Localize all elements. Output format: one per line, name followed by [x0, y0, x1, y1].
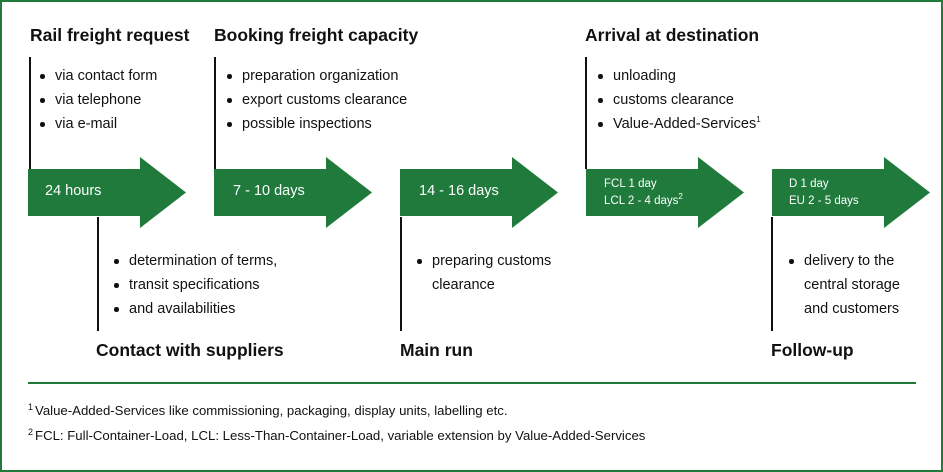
- stage-bullets-follow-up: delivery to the central storage and cust…: [787, 249, 917, 321]
- bullet-item: via e-mail: [38, 112, 157, 136]
- bullet-item: possible inspections: [225, 112, 407, 136]
- footnote-mark: 1: [756, 115, 761, 125]
- bullet-item: export customs clearance: [225, 88, 407, 112]
- footnote-text: Value-Added-Services like commissioning,…: [35, 403, 508, 418]
- bullet-item: via telephone: [38, 88, 157, 112]
- arrow-7-10-days: [214, 157, 372, 228]
- arrow-label: 24 hours: [45, 183, 102, 199]
- arrow-label-line: FCL 1 day: [604, 178, 657, 190]
- arrow-label-line: LCL 2 - 4 days2: [604, 193, 683, 210]
- stage-title-follow-up: Follow-up: [771, 340, 854, 360]
- stage-bullets-main-run: preparing customs clearance: [415, 249, 565, 297]
- stage-title-rail-freight-request: Rail freight request: [30, 25, 190, 45]
- connector-line-main-run: [400, 217, 402, 331]
- bullet-item: transit specifications: [112, 273, 277, 297]
- footnote-mark: 2: [678, 192, 683, 202]
- stage-title-arrival-at-destination: Arrival at destination: [585, 25, 760, 45]
- bullet-item: delivery to the central storage and cust…: [787, 249, 917, 321]
- arrow-fcl-lcl-days: [586, 157, 744, 228]
- stage-bullets-arrival-at-destination: unloading customs clearance Value-Added-…: [596, 64, 761, 136]
- arrow-label: FCL 1 day LCL 2 - 4 days2: [604, 176, 683, 210]
- stage-title-contact-with-suppliers: Contact with suppliers: [96, 340, 284, 360]
- bullet-item: via contact form: [38, 64, 157, 88]
- bullet-text: Value-Added-Services: [613, 116, 757, 132]
- bullet-item: preparing customs clearance: [415, 249, 565, 297]
- bullet-item: unloading: [596, 64, 761, 88]
- bullet-item: Value-Added-Services1: [596, 112, 761, 136]
- connector-line-request: [29, 57, 31, 169]
- arrow-label: D 1 day EU 2 - 5 days: [789, 176, 859, 210]
- stage-bullets-booking-freight-capacity: preparation organization export customs …: [225, 64, 407, 136]
- bullet-item: and availabilities: [112, 297, 277, 321]
- stage-title-booking-freight-capacity: Booking freight capacity: [214, 25, 419, 45]
- arrow-label-line: EU 2 - 5 days: [789, 195, 859, 207]
- arrow-d-eu-days: [772, 157, 930, 228]
- bullet-item: preparation organization: [225, 64, 407, 88]
- bullet-item: determination of terms,: [112, 249, 277, 273]
- arrow-14-16-days: [400, 157, 558, 228]
- connector-line-arrival: [585, 57, 587, 169]
- bullet-item: customs clearance: [596, 88, 761, 112]
- arrow-label: 14 - 16 days: [419, 183, 499, 199]
- stage-title-main-run: Main run: [400, 340, 473, 360]
- stage-bullets-rail-freight-request: via contact form via telephone via e-mai…: [38, 64, 157, 136]
- arrow-label-line: D 1 day: [789, 178, 829, 190]
- arrow-label: 7 - 10 days: [233, 183, 305, 199]
- footnote-mark: 2: [28, 426, 34, 437]
- connector-line-follow-up: [771, 217, 773, 331]
- connector-line-suppliers: [97, 217, 99, 331]
- arrow-24-hours: [28, 157, 186, 228]
- stage-bullets-contact-with-suppliers: determination of terms, transit specific…: [112, 249, 277, 321]
- connector-line-booking: [214, 57, 216, 169]
- footnote-mark: 1: [28, 401, 34, 412]
- footnote-divider: [28, 382, 916, 384]
- arrow-label-text: LCL 2 - 4 days: [604, 195, 679, 207]
- footnote-text: FCL: Full-Container-Load, LCL: Less-Than…: [35, 428, 646, 443]
